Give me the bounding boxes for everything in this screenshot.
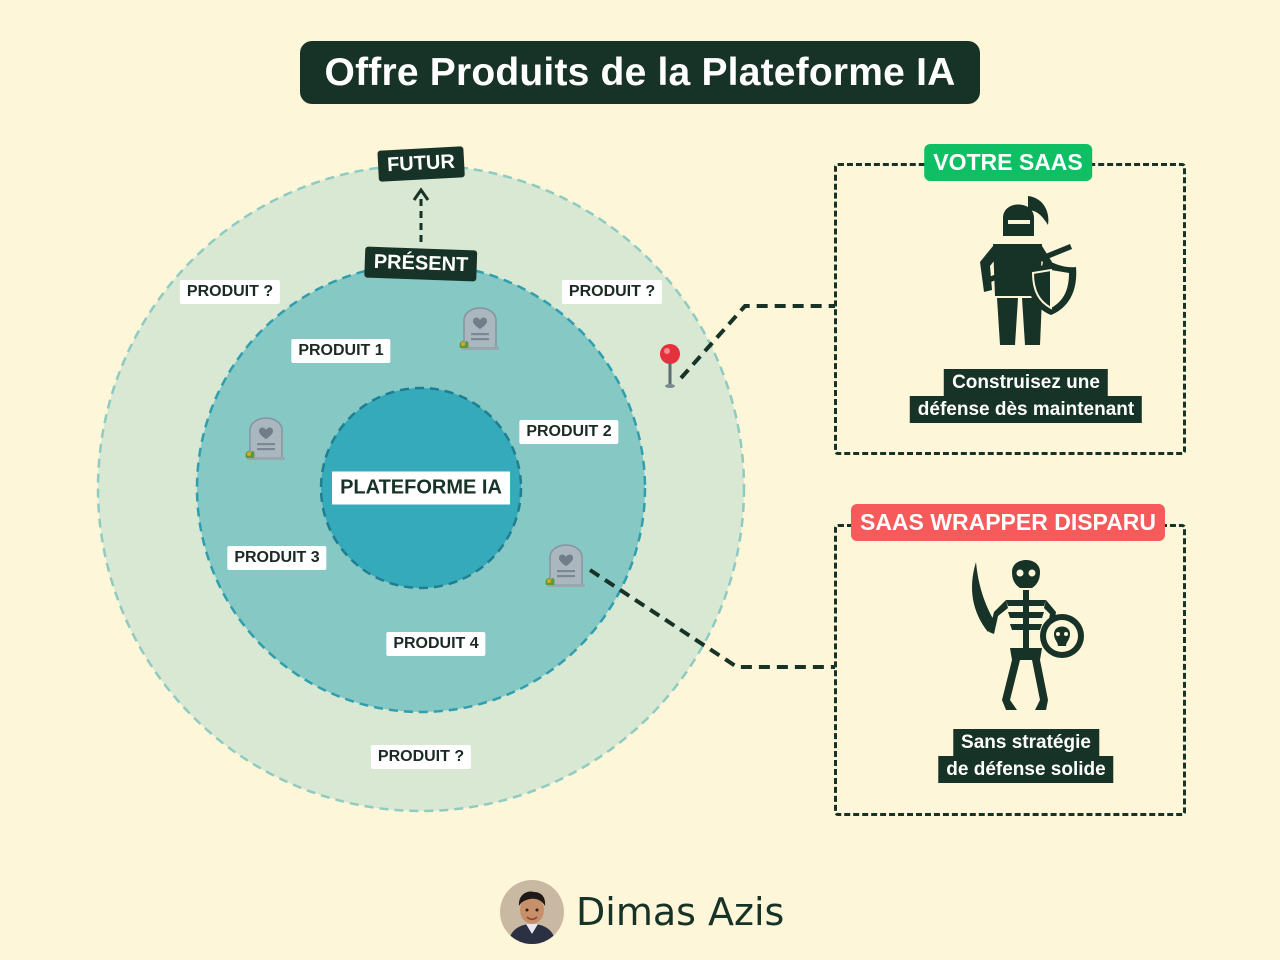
future-product-chip: PRODUIT ? bbox=[370, 745, 472, 769]
tombstone-icon bbox=[458, 307, 500, 351]
saas-card-caption: Construisez une défense dès maintenant bbox=[909, 369, 1143, 423]
future-product-chip: PRODUIT ? bbox=[561, 280, 663, 304]
future-label: FUTUR bbox=[377, 146, 465, 182]
connector-top bbox=[679, 304, 835, 380]
map-pin-icon bbox=[660, 344, 680, 388]
page-title: Offre Produits de la Plateforme IA bbox=[300, 41, 980, 104]
present-label: PRÉSENT bbox=[364, 246, 478, 282]
connector-bottom bbox=[588, 568, 835, 669]
tombstone-icon bbox=[544, 544, 586, 588]
author-avatar bbox=[500, 880, 564, 944]
wrapper-card-header: SAAS WRAPPER DISPARU bbox=[850, 504, 1166, 541]
core-label: PLATEFORME IA bbox=[332, 471, 510, 505]
product-chip-4: PRODUIT 4 bbox=[386, 632, 486, 656]
saas-caption-line1: Construisez une bbox=[944, 369, 1108, 396]
wrapper-caption-line2: de défense solide bbox=[938, 756, 1114, 783]
wrapper-card-caption: Sans stratégie de défense solide bbox=[938, 729, 1114, 783]
future-arrow bbox=[412, 187, 430, 242]
product-chip-2: PRODUIT 2 bbox=[519, 420, 619, 444]
author-name: Dimas Azis bbox=[576, 890, 785, 934]
tombstone-icon bbox=[244, 417, 286, 461]
product-chip-1: PRODUIT 1 bbox=[291, 339, 391, 363]
author-signature: Dimas Azis bbox=[500, 880, 784, 944]
knight-icon bbox=[980, 196, 1077, 345]
saas-caption-line2: défense dès maintenant bbox=[909, 396, 1143, 423]
wrapper-caption-line1: Sans stratégie bbox=[953, 729, 1099, 756]
product-chip-3: PRODUIT 3 bbox=[227, 546, 327, 570]
future-product-chip: PRODUIT ? bbox=[179, 280, 281, 304]
skeleton-warrior-icon bbox=[972, 560, 1084, 710]
saas-card-header: VOTRE SAAS bbox=[924, 144, 1092, 181]
